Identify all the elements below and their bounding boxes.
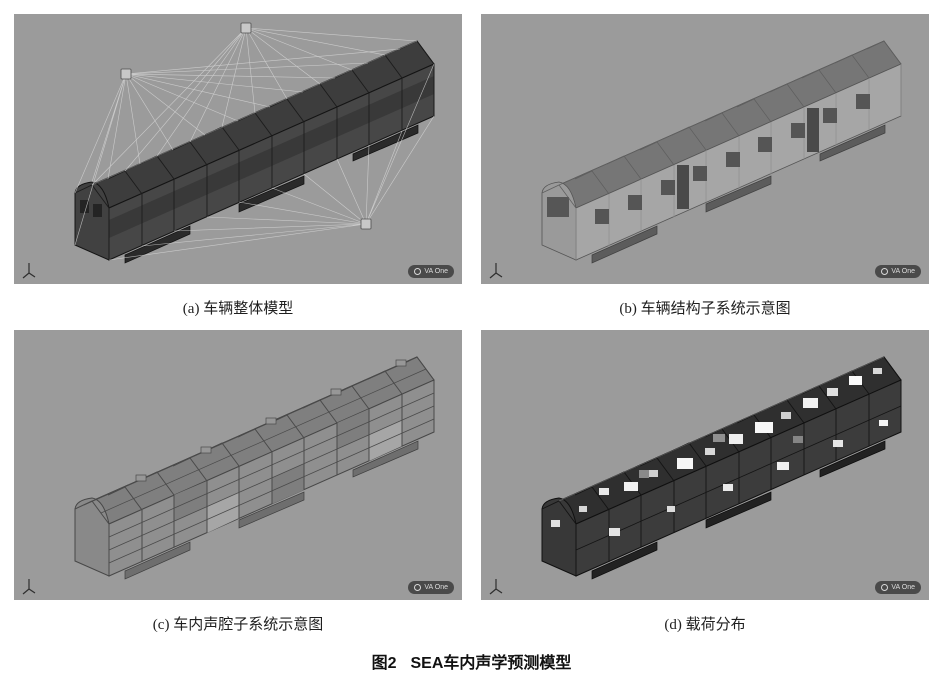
undercarriage <box>591 440 886 580</box>
side-ribs <box>108 64 435 260</box>
front-window <box>93 204 102 217</box>
door-panels <box>677 108 819 209</box>
panel-c: VA One (c) 车内声腔子系统示意图 <box>14 330 462 646</box>
vaone-logo-icon <box>881 584 889 591</box>
figure-caption-title: SEA车内声学预测模型 <box>410 655 572 672</box>
roof-ridge-line <box>91 40 418 186</box>
window-band <box>109 76 434 238</box>
acoustic-cavity-subsystem-illustration <box>74 356 435 580</box>
load-distribution-illustration <box>541 356 902 580</box>
axes-triad-icon <box>20 260 38 280</box>
roof-ridge-line <box>558 356 885 502</box>
vaone-logo-icon <box>881 268 889 275</box>
train-model <box>74 40 435 264</box>
undercarriage <box>124 124 419 264</box>
load-patches <box>551 368 888 536</box>
panel-b: VA One (b) 车辆结构子系统示意图 <box>481 14 929 330</box>
vaone-watermark: VA One <box>408 265 454 278</box>
train-model <box>74 356 435 580</box>
panel-d: VA One (d) 载荷分布 <box>481 330 929 646</box>
connector-node-icon <box>120 22 372 230</box>
panel-b-caption: (b) 车辆结构子系统示意图 <box>619 300 791 317</box>
front-window <box>80 200 89 213</box>
undercarriage <box>124 440 419 580</box>
figure-caption: 图2 SEA车内声学预测模型 <box>0 646 943 676</box>
panel-a-caption: (a) 车辆整体模型 <box>182 300 294 317</box>
axes-triad-icon <box>487 576 505 596</box>
vaone-watermark-text: VA One <box>891 267 915 275</box>
train-model <box>541 40 902 264</box>
vaone-logo-icon <box>414 268 422 275</box>
panel-d-canvas: VA One <box>481 330 929 600</box>
vaone-watermark: VA One <box>875 265 921 278</box>
roof-ridge-line <box>558 40 885 186</box>
front-face <box>74 497 110 577</box>
front-face <box>74 181 110 261</box>
panel-grid: VA One (a) 车辆整体模型 <box>14 14 929 646</box>
vaone-watermark: VA One <box>875 581 921 594</box>
front-face <box>541 181 577 261</box>
panel-a-canvas: VA One <box>14 14 462 284</box>
cavity-grid-horizontal <box>108 392 435 564</box>
panel-b-canvas: VA One <box>481 14 929 284</box>
panel-d-caption: (d) 载荷分布 <box>664 616 746 633</box>
front-window <box>547 197 569 217</box>
axes-triad-icon <box>20 576 38 596</box>
structural-subsystem-illustration <box>541 40 902 264</box>
axes-triad-icon <box>487 260 505 280</box>
vaone-watermark: VA One <box>408 581 454 594</box>
connection-fan <box>108 63 435 261</box>
panel-c-canvas: VA One <box>14 330 462 600</box>
figure-caption-prefix: 图2 <box>371 655 397 672</box>
connection-lines <box>74 27 435 261</box>
front-face <box>541 497 577 577</box>
undercarriage <box>591 124 886 264</box>
window-row <box>595 94 870 224</box>
grid-horizontal <box>575 405 902 551</box>
vaone-watermark-text: VA One <box>424 583 448 591</box>
vaone-logo-icon <box>414 584 422 591</box>
connection-fan <box>74 48 401 246</box>
roof-cavity-bumps <box>135 359 407 482</box>
vaone-watermark-text: VA One <box>424 267 448 275</box>
train-model <box>541 356 902 580</box>
vehicle-overall-model-illustration <box>74 22 435 264</box>
panel-c-caption: (c) 车内声腔子系统示意图 <box>152 616 324 633</box>
vaone-watermark-text: VA One <box>891 583 915 591</box>
panel-a: VA One (a) 车辆整体模型 <box>14 14 462 330</box>
connection-fan <box>91 27 418 186</box>
